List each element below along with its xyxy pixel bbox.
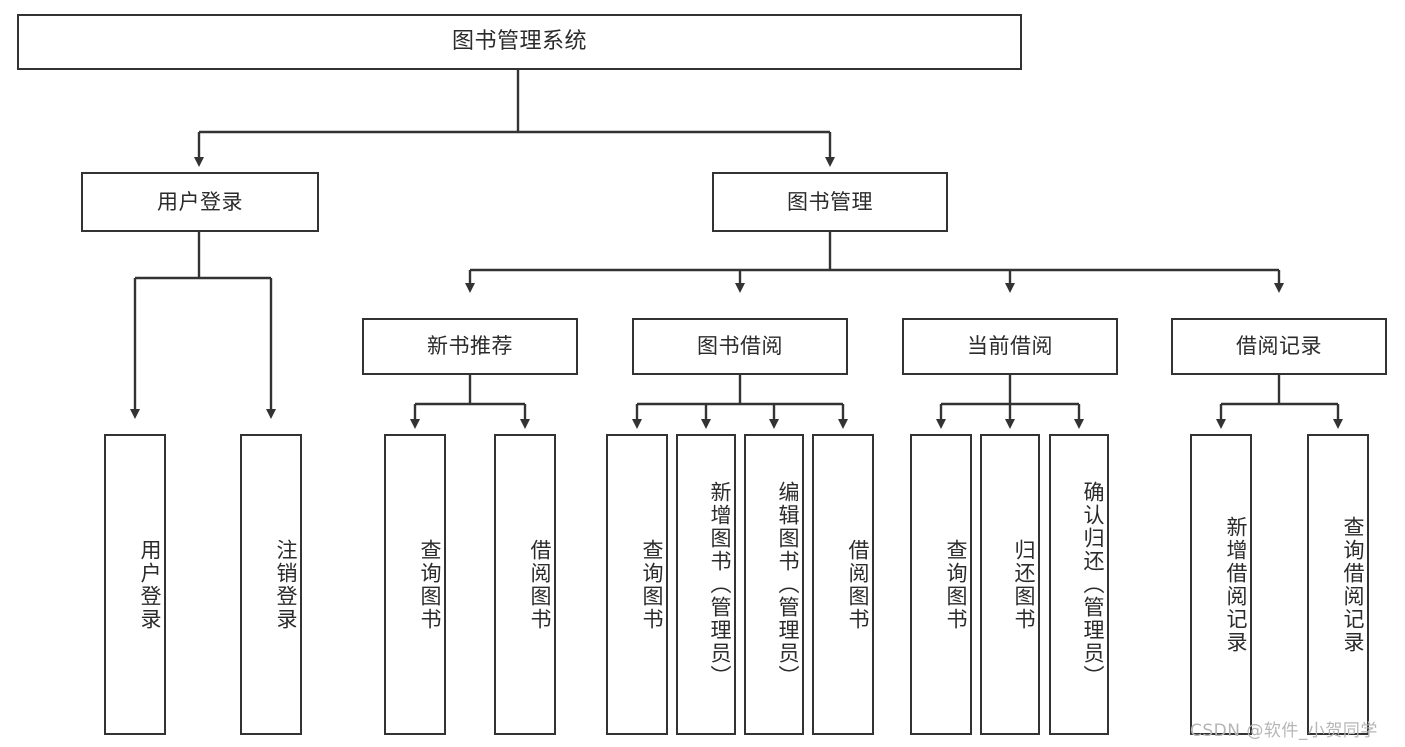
leaf-add-record[interactable]: 新增借阅记录	[1190, 434, 1252, 735]
leaf-query-book-2-label: 查询图书	[640, 538, 664, 631]
leaf-confirm-return[interactable]: 确认归还（管理员）	[1049, 434, 1109, 735]
node-book-manage[interactable]: 图书管理	[712, 172, 948, 232]
node-book-borrow[interactable]: 图书借阅	[632, 318, 848, 375]
leaf-query-book-1[interactable]: 查询图书	[384, 434, 446, 735]
leaf-user-logout-label: 注销登录	[274, 538, 298, 631]
leaf-confirm-return-label: 确认归还（管理员）	[1081, 481, 1105, 688]
leaf-user-login-label: 用户登录	[138, 538, 162, 631]
leaf-edit-book-label: 编辑图书（管理员）	[776, 481, 800, 688]
node-borrow-record-label: 借阅记录	[1236, 334, 1322, 359]
node-root-label: 图书管理系统	[451, 29, 587, 55]
csdn-watermark: CSDN @软件_小贺同学	[1190, 721, 1378, 741]
leaf-borrow-book-1-label: 借阅图书	[528, 538, 552, 631]
node-new-book-rec-label: 新书推荐	[427, 334, 513, 359]
node-borrow-record[interactable]: 借阅记录	[1171, 318, 1387, 375]
node-book-borrow-label: 图书借阅	[697, 334, 783, 359]
leaf-return-book[interactable]: 归还图书	[980, 434, 1040, 735]
leaf-return-book-label: 归还图书	[1012, 538, 1036, 631]
node-book-manage-label: 图书管理	[787, 189, 873, 214]
leaf-add-record-label: 新增借阅记录	[1224, 515, 1248, 654]
node-current-borrow[interactable]: 当前借阅	[902, 318, 1118, 375]
leaf-query-record-label: 查询借阅记录	[1341, 515, 1365, 654]
leaf-query-book-1-label: 查询图书	[418, 538, 442, 631]
leaf-borrow-book-2-label: 借阅图书	[846, 538, 870, 631]
node-root[interactable]: 图书管理系统	[17, 14, 1022, 70]
leaf-borrow-book-2[interactable]: 借阅图书	[812, 434, 874, 735]
leaf-user-login[interactable]: 用户登录	[104, 434, 166, 735]
node-user-login-label: 用户登录	[157, 189, 243, 214]
leaf-add-book[interactable]: 新增图书（管理员）	[676, 434, 736, 735]
node-current-borrow-label: 当前借阅	[967, 334, 1053, 359]
leaf-edit-book[interactable]: 编辑图书（管理员）	[744, 434, 804, 735]
leaf-add-book-label: 新增图书（管理员）	[708, 481, 732, 688]
leaf-query-book-2[interactable]: 查询图书	[606, 434, 668, 735]
leaf-query-record[interactable]: 查询借阅记录	[1307, 434, 1369, 735]
node-user-login[interactable]: 用户登录	[81, 172, 319, 232]
leaf-borrow-book-1[interactable]: 借阅图书	[494, 434, 556, 735]
leaf-query-book-3-label: 查询图书	[944, 538, 968, 631]
node-new-book-rec[interactable]: 新书推荐	[362, 318, 578, 375]
leaf-user-logout[interactable]: 注销登录	[240, 434, 302, 735]
leaf-query-book-3[interactable]: 查询图书	[910, 434, 972, 735]
